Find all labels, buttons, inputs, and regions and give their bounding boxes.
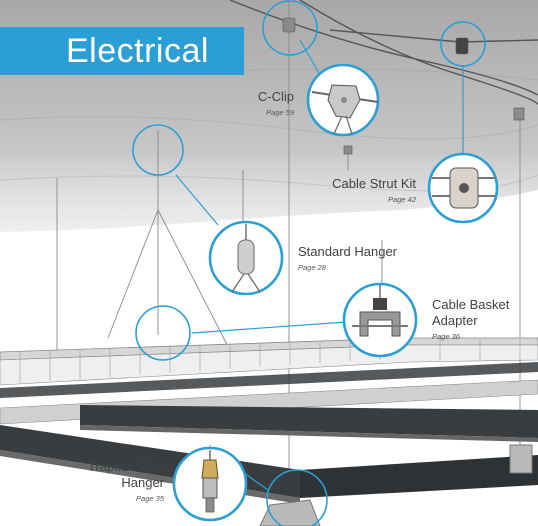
cable-strut-kit-page: Page 42 bbox=[388, 195, 416, 204]
c-clip-name: C-Clip bbox=[257, 89, 294, 104]
standard-hanger-callout: Standard Hanger Page 28 bbox=[298, 244, 418, 272]
cable-basket-adapter-name-line1: Cable Basket bbox=[432, 297, 510, 312]
trapeze-plus-hanger-name-line1: Trapeze Plus bbox=[87, 459, 164, 474]
standard-hanger-name: Standard Hanger bbox=[298, 244, 398, 259]
leader-lines bbox=[175, 39, 464, 491]
trapeze-plus-hanger-icon bbox=[201, 450, 219, 513]
standard-hanger-page: Page 28 bbox=[298, 263, 326, 272]
cable-basket-adapter-name-line2: Adapter bbox=[432, 313, 478, 328]
c-clip-page: Page 59 bbox=[266, 108, 294, 117]
detail-markers bbox=[132, 0, 486, 526]
cable-basket-adapter-icon bbox=[352, 285, 408, 337]
suspension-wires bbox=[56, 0, 521, 526]
strut-rails bbox=[0, 379, 538, 526]
trapeze-plus-hanger-callout: Trapeze Plus Hanger Page 35 bbox=[70, 459, 164, 503]
section-title: Electrical bbox=[66, 32, 209, 70]
cable-strut-kit-callout: Cable Strut Kit Page 42 bbox=[310, 176, 416, 204]
ceiling-hardware bbox=[282, 17, 525, 155]
cable-strut-kit-icon bbox=[432, 167, 496, 209]
trapeze-plus-hanger-page: Page 35 bbox=[136, 494, 164, 503]
cable-basket-adapter-callout: Cable Basket Adapter Page 36 bbox=[432, 297, 532, 341]
c-clip-callout: C-Clip Page 59 bbox=[228, 89, 294, 117]
section-banner: Electrical bbox=[0, 27, 244, 75]
standard-hanger-icon bbox=[231, 224, 261, 293]
cable-strut-kit-name: Cable Strut Kit bbox=[332, 176, 416, 191]
trapeze-plus-hanger-name-line2: Hanger bbox=[121, 475, 164, 490]
cable-basket-adapter-page: Page 36 bbox=[432, 332, 460, 341]
c-clip-icon bbox=[311, 84, 379, 135]
